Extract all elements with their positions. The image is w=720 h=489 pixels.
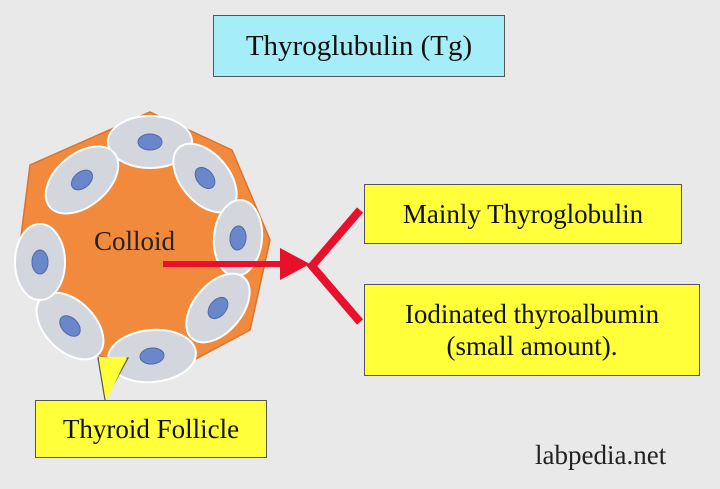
arrow-head xyxy=(280,248,310,280)
cell-nucleus xyxy=(31,249,49,275)
thyroid-follicle-text: Thyroid Follicle xyxy=(62,413,240,444)
follicular-cell xyxy=(172,142,238,214)
follicle-cells xyxy=(14,115,264,384)
cell-nucleus xyxy=(139,347,165,365)
component-box-iodinated: Iodinated thyroalbumin (small amount). xyxy=(364,284,700,376)
cell-nucleus xyxy=(194,166,216,190)
component-box-mainly: Mainly Thyroglobulin xyxy=(364,184,682,244)
thyroid-follicle-label: Thyroid Follicle xyxy=(35,400,267,458)
colloid-label: Colloid xyxy=(94,226,176,256)
fork-branches xyxy=(306,207,364,325)
component-text-line1: Iodinated thyroalbumin xyxy=(404,298,660,329)
follicular-cell xyxy=(14,223,66,301)
diagram-title: Thyroglubulin (Tg) xyxy=(213,15,505,77)
component-text-line2: (small amount). xyxy=(446,331,618,361)
watermark: labpedia.net xyxy=(535,440,667,470)
follicular-cell xyxy=(212,199,264,277)
follicle-pointer-fill xyxy=(99,357,127,402)
follicular-cell xyxy=(107,115,193,169)
cell-nucleus xyxy=(137,133,163,151)
cell-nucleus xyxy=(59,315,81,337)
cell-nucleus xyxy=(229,225,247,251)
cell-nucleus xyxy=(70,169,94,191)
cell-nucleus xyxy=(207,296,229,320)
diagram-title-text: Thyroglubulin (Tg) xyxy=(245,29,473,62)
follicular-cell xyxy=(44,145,120,215)
component-text: Mainly Thyroglobulin xyxy=(402,198,644,229)
follicular-cell xyxy=(185,272,251,344)
